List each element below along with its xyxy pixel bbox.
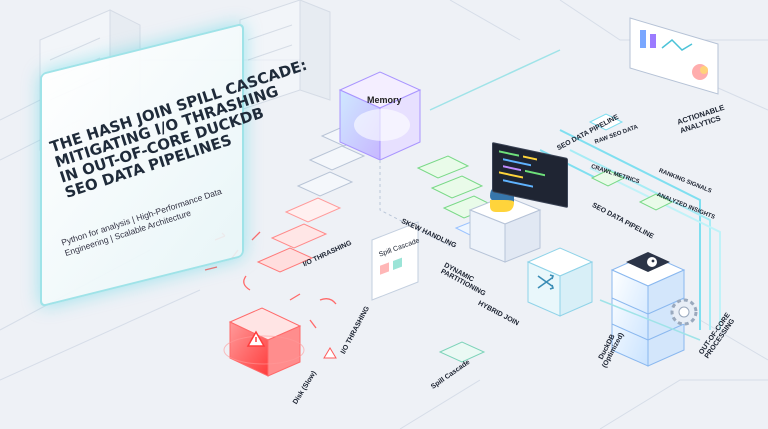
gear-icon	[670, 298, 698, 326]
pipeline-blocks	[588, 113, 674, 211]
spill-cascade-plate	[438, 341, 486, 363]
shuffle-icon	[537, 274, 555, 290]
server-rack-top	[239, 0, 331, 111]
hybrid-join-cube	[526, 247, 594, 317]
thrashing-stairs	[256, 121, 378, 273]
warning-icon-small	[323, 347, 337, 359]
spill-cascade-card	[371, 221, 419, 301]
memory-cube	[338, 71, 422, 161]
dashboard-icon	[629, 17, 719, 95]
pipeline-lanes	[429, 49, 721, 341]
disk-slow	[223, 307, 305, 377]
code-lines	[499, 150, 545, 188]
memory-label: Memory	[367, 95, 402, 105]
memory-connector	[379, 160, 451, 247]
duckdb-icon	[626, 252, 670, 272]
code-panel	[492, 141, 568, 209]
warning-icon	[246, 330, 266, 347]
